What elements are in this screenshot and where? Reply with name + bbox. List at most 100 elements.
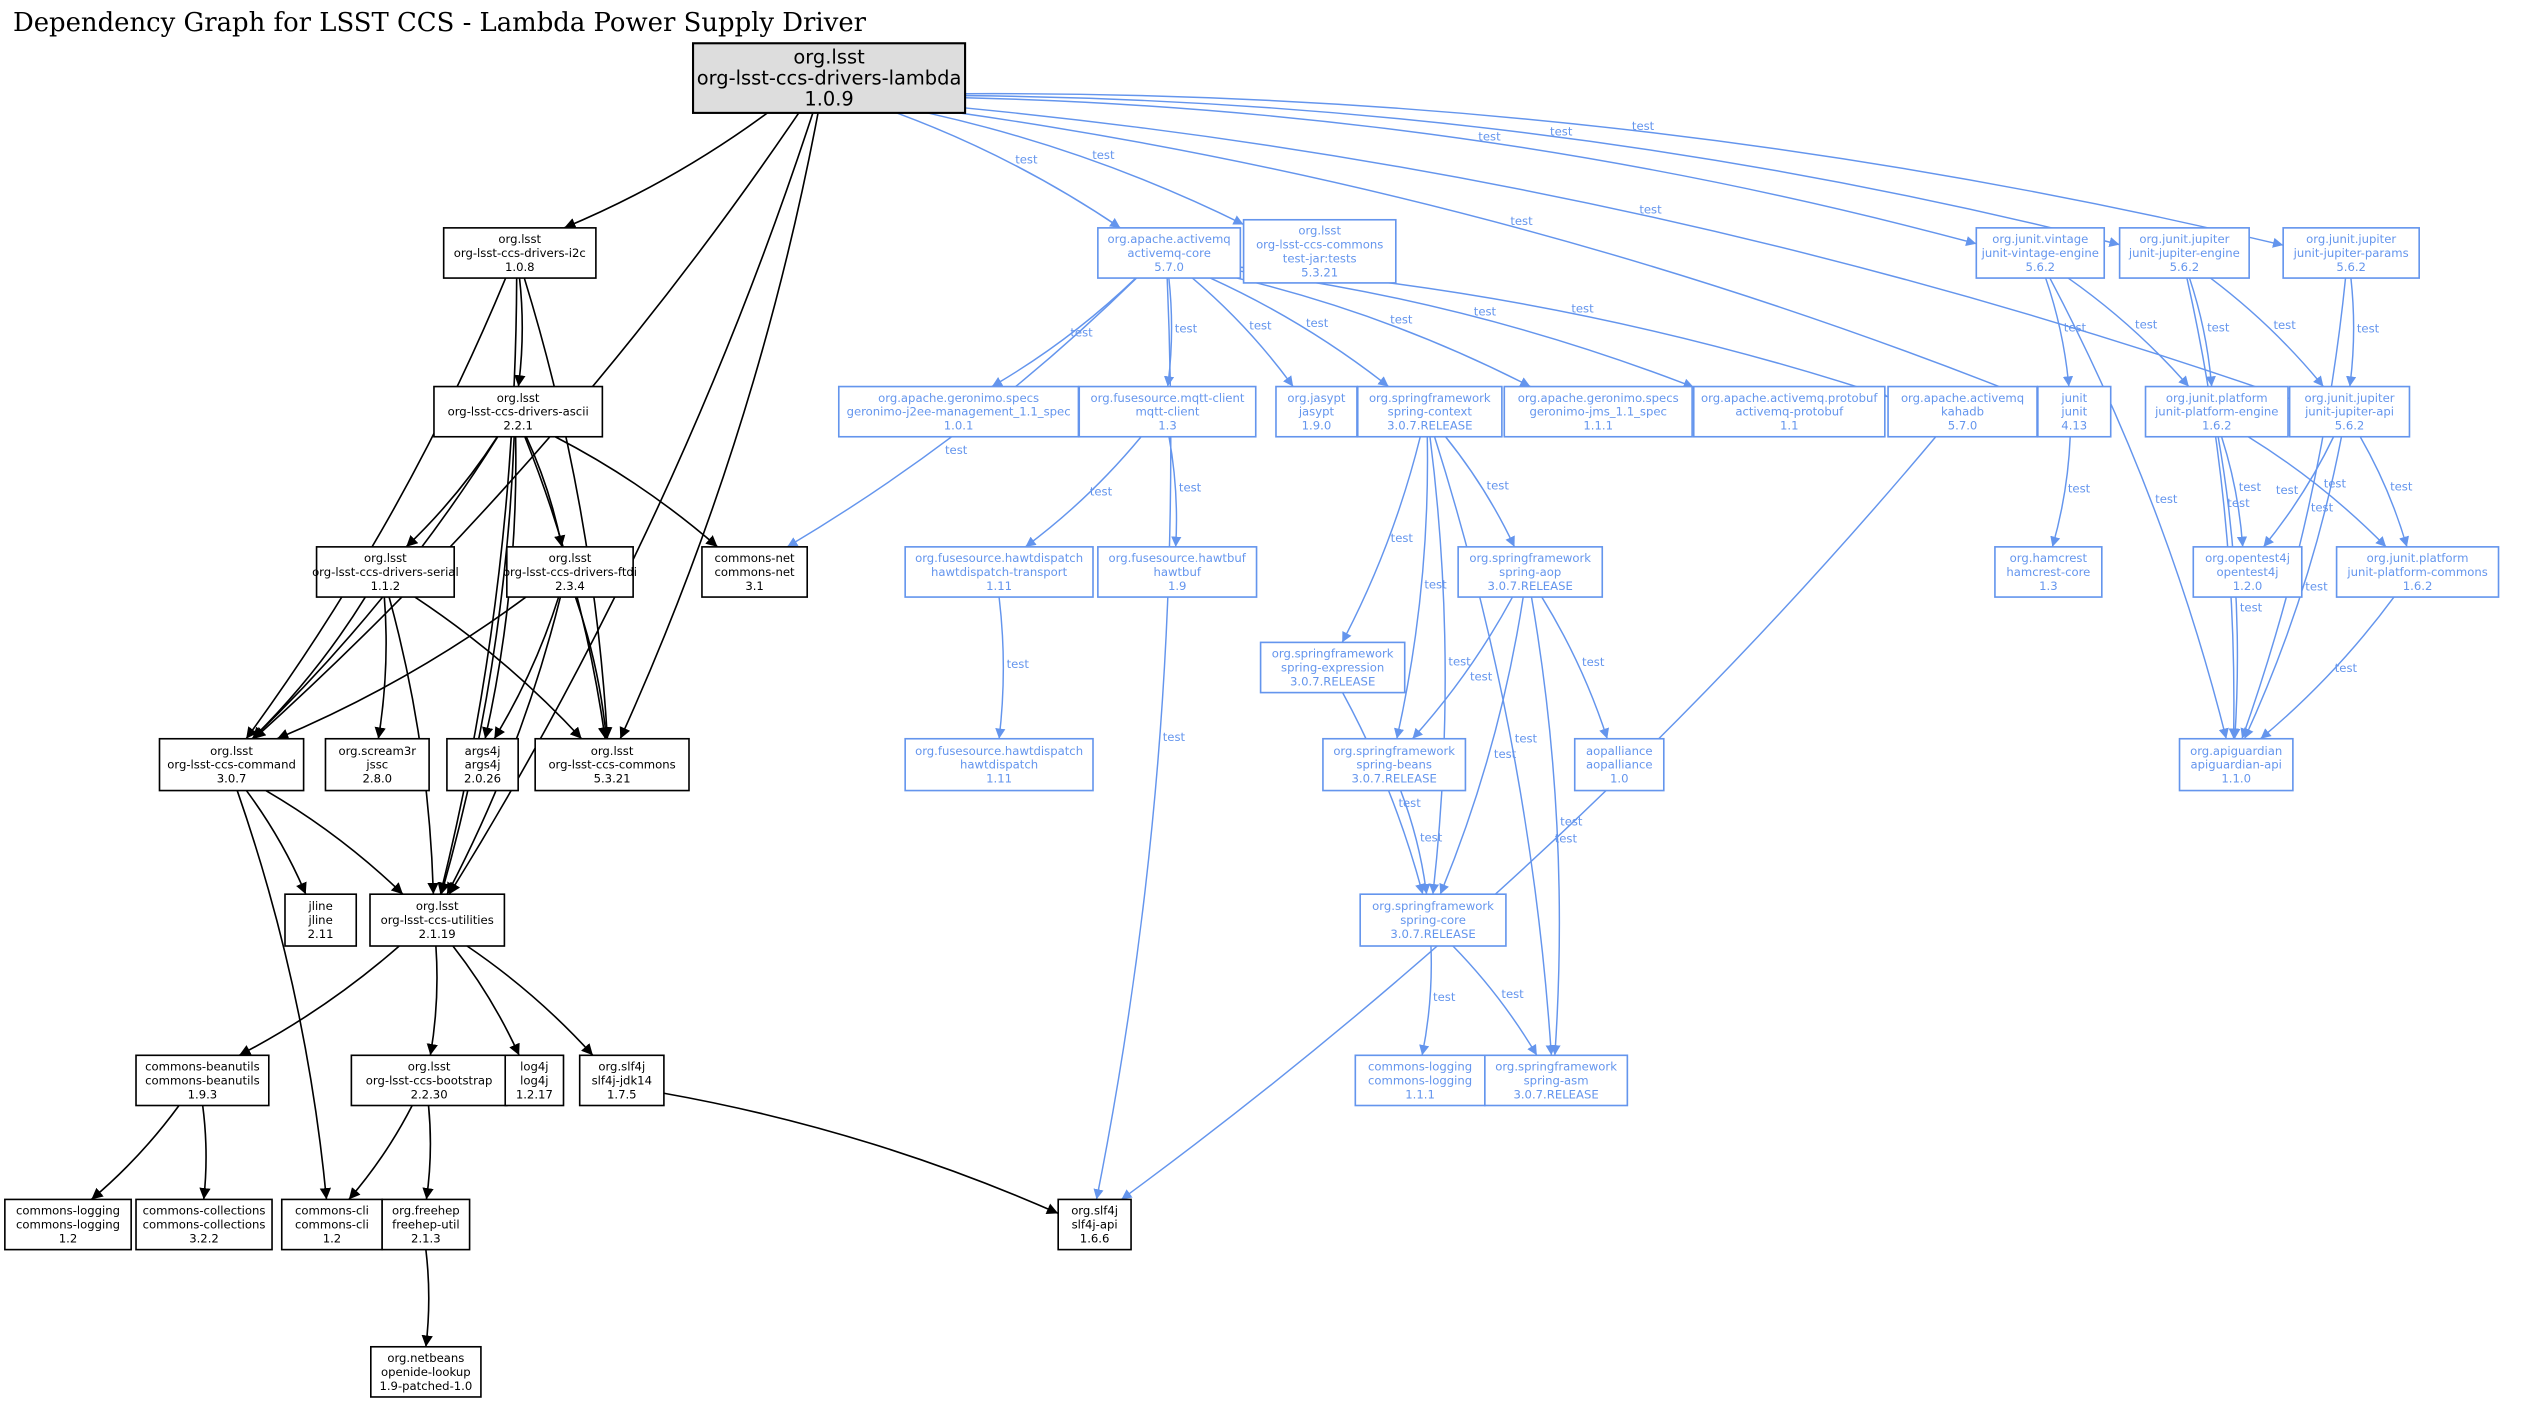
node-jupiter-engine[interactable]: org.junit.jupiterjunit-jupiter-engine5.6…: [2118, 227, 2250, 279]
edge-platform-commons-to-apiguardian: [2260, 596, 2395, 740]
node-label-line: org.netbeans: [387, 1351, 464, 1365]
edge-scope-label: test: [2276, 483, 2299, 497]
node-label-line: activemq-core: [1127, 246, 1211, 260]
node-label-line: apiguardian-api: [2191, 758, 2282, 772]
node-box: [158, 737, 305, 792]
node-box: [1275, 385, 1358, 438]
node-label-line: junit-vintage-engine: [1981, 246, 2099, 260]
edge-scope-label: test: [2305, 580, 2328, 594]
node-label-line: 3.0.7.RELEASE: [1290, 674, 1375, 688]
edge-spring-context-to-spring-expression: [1341, 436, 1421, 643]
node-hawtdispatch[interactable]: org.fusesource.hawtdispatchhawtdispatch1…: [904, 737, 1094, 792]
edge-scope-label: test: [1015, 153, 1038, 167]
node-spring-context[interactable]: org.springframeworkspring-context3.0.7.R…: [1356, 385, 1503, 438]
node-label-line: commons-logging: [16, 1218, 120, 1232]
node-spring-core[interactable]: org.springframeworkspring-core3.0.7.RELE…: [1359, 893, 1507, 947]
edge-scope-label: test: [1090, 484, 1113, 498]
node-label-line: opentest4j: [2217, 565, 2279, 579]
node-geronimo-jms[interactable]: org.apache.geronimo.specsgeronimo-jms_1.…: [1503, 385, 1693, 438]
edge-hawtdispatch-transport-to-hawtdispatch: [995, 596, 1006, 739]
node-spring-asm[interactable]: org.springframeworkspring-asm3.0.7.RELEA…: [1484, 1054, 1629, 1107]
node-label-line: 1.3: [1158, 419, 1177, 433]
node-label-line: 3.0.7.RELEASE: [1488, 579, 1573, 593]
edge-root-to-test-jar: [927, 112, 1244, 226]
node-test-jar[interactable]: org.lsstorg-lsst-ccs-commonstest-jar:tes…: [1242, 218, 1397, 284]
node-spring-aop[interactable]: org.springframeworkspring-aop3.0.7.RELEA…: [1457, 546, 1604, 598]
node-label-line: 5.6.2: [2335, 419, 2365, 433]
node-box: [1322, 737, 1467, 792]
edge-root-to-junit: [958, 112, 2039, 403]
node-platform-commons[interactable]: org.junit.platformjunit-platform-commons…: [2335, 546, 2500, 598]
node-spring-expression[interactable]: org.springframeworkspring-expression3.0.…: [1259, 641, 1406, 694]
node-platform-engine[interactable]: org.junit.platformjunit-platform-engine1…: [2144, 385, 2289, 438]
node-box: [350, 1054, 508, 1107]
node-label-line: hawtdispatch: [960, 758, 1038, 772]
node-label-line: aopalliance: [1586, 758, 1653, 772]
node-box: [135, 1054, 270, 1107]
node-label-line: org.fusesource.hawtdispatch: [915, 551, 1083, 565]
node-box: [284, 893, 358, 947]
node-label-line: 2.1.19: [419, 927, 456, 941]
edge-i2c-to-ccs-commons: [523, 277, 613, 739]
node-box: [1975, 227, 2106, 279]
node-jupiter-params[interactable]: org.junit.jupiterjunit-jupiter-params5.6…: [2282, 227, 2420, 279]
node-label-line: 1.9.0: [1302, 419, 1332, 433]
node-label-line: org.lsst: [549, 551, 592, 565]
edge-scope-label: test: [1571, 302, 1594, 316]
node-vintage[interactable]: org.junit.vintagejunit-vintage-engine5.6…: [1975, 227, 2106, 279]
node-box: [2037, 385, 2112, 438]
node-label-line: org.slf4j: [598, 1060, 645, 1074]
node-activemq-protobuf[interactable]: org.apache.activemq.protobufactivemq-pro…: [1692, 385, 1886, 438]
node-label-line: org.apiguardian: [2190, 744, 2282, 758]
node-hawtdispatch-transport[interactable]: org.fusesource.hawtdispatchhawtdispatch-…: [904, 546, 1094, 598]
node-box: [369, 893, 506, 947]
node-label-line: org.apache.activemq: [1901, 391, 2024, 405]
edge-scope-label: test: [1007, 657, 1030, 671]
edge-scope-label: test: [2135, 318, 2158, 332]
node-label-line: org.opentest4j: [2205, 551, 2290, 565]
node-label-line: slf4j-jdk14: [592, 1073, 652, 1087]
node-geronimo-j2ee[interactable]: org.apache.geronimo.specsgeronimo-j2ee-m…: [837, 385, 1080, 438]
node-box: [534, 737, 690, 792]
node-openide[interactable]: org.netbeansopenide-lookup1.9-patched-1.…: [370, 1345, 482, 1398]
node-commons-collections[interactable]: commons-collectionscommons-collections3.…: [135, 1198, 273, 1251]
edge-scope-label: test: [1494, 747, 1517, 761]
node-label-line: org.scream3r: [338, 744, 416, 758]
node-spring-beans[interactable]: org.springframeworkspring-beans3.0.7.REL…: [1322, 737, 1467, 792]
edge-scope-label: test: [1487, 479, 1510, 493]
